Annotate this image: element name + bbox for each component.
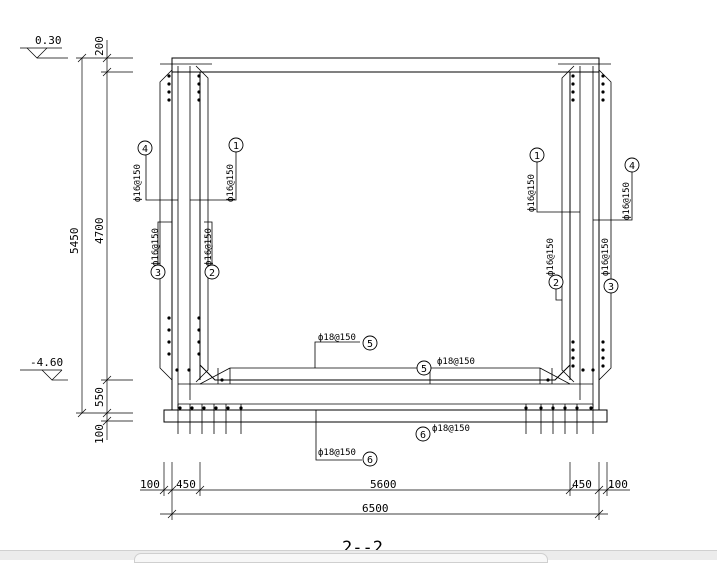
bar-mark-bubbles: 4 1 3 2 1 4 2 3 5 5 6 6 <box>137 137 640 467</box>
bar-mark-3-right <box>603 278 619 294</box>
rebar-label-right-outer-upper: ф16@150 <box>622 182 632 220</box>
rebar-labels: ф16@150 ф16@150 ф16@150 ф16@150 ф16@150 … <box>133 164 632 458</box>
rebar-label-left-outer-upper: ф16@150 <box>133 164 143 202</box>
dim-450-left: 450 <box>176 478 196 491</box>
bar-mark-1-left-text: 1 <box>233 141 239 152</box>
rebar-right-wall <box>558 63 612 408</box>
bar-mark-1-right <box>529 147 545 163</box>
bar-mark-5-lower <box>416 360 432 376</box>
bar-mark-2-left <box>204 264 220 280</box>
rebar-label-base-right: ф18@150 <box>432 424 470 434</box>
bottom-tab[interactable] <box>134 553 548 563</box>
rebar-label-right-inner-upper: ф16@150 <box>527 174 537 212</box>
rebar-label-right-outer-lower: ф16@150 <box>601 238 611 276</box>
bar-mark-4-left-text: 4 <box>142 144 148 155</box>
base-left-stirrups <box>177 368 242 434</box>
rebar-label-base-below: ф18@150 <box>318 448 356 458</box>
rebar-label-left-inner-lower: ф16@150 <box>204 228 214 266</box>
dim-4700: 4700 <box>93 218 106 245</box>
rebar-base-slab <box>177 367 594 434</box>
bar-mark-2-right <box>548 274 564 290</box>
bar-mark-6-lower <box>362 451 378 467</box>
elevation-top: 0.30 <box>35 34 62 47</box>
bar-mark-6-mid <box>415 426 431 442</box>
base-right-stirrups <box>525 368 594 434</box>
dim-200: 200 <box>93 36 106 56</box>
rebar-label-right-inner-lower: ф16@150 <box>546 238 556 276</box>
rebar-label-slab-top: ф18@150 <box>318 333 356 343</box>
bar-mark-3-right-text: 3 <box>608 282 614 293</box>
bar-mark-3-left-text: 3 <box>155 268 161 279</box>
bar-mark-4-right <box>624 157 640 173</box>
dim-5600: 5600 <box>370 478 397 491</box>
bar-mark-6-lower-text: 6 <box>367 455 373 466</box>
horizontal-dimensions: 100 450 5600 450 100 6500 <box>140 462 630 520</box>
bar-mark-2-left-text: 2 <box>209 268 215 279</box>
dim-550: 550 <box>93 387 106 407</box>
bar-mark-5-upper <box>362 335 378 351</box>
vertical-dimensions: 200 5450 4700 550 100 <box>68 36 133 444</box>
rebar-label-left-inner-upper: ф16@150 <box>226 164 236 202</box>
elevation-marks: 0.30 -4.60 <box>20 34 68 381</box>
concrete-outline <box>163 57 608 423</box>
bar-mark-1-right-text: 1 <box>534 151 540 162</box>
dim-5450: 5450 <box>68 228 81 255</box>
leader-lines <box>145 150 633 461</box>
bar-mark-4-right-text: 4 <box>629 161 635 172</box>
dim-450-right: 450 <box>572 478 592 491</box>
rebar-label-left-outer-lower: ф16@150 <box>151 228 161 266</box>
elevation-bottom: -4.60 <box>30 356 63 369</box>
bar-mark-6-mid-text: 6 <box>420 430 426 441</box>
bar-mark-3-left <box>150 264 166 280</box>
bar-mark-5-upper-text: 5 <box>367 339 373 350</box>
base-dots <box>178 378 593 410</box>
rebar-label-slab-mid: ф18@150 <box>437 357 475 367</box>
dim-100-right: 100 <box>608 478 628 491</box>
left-wall-dots <box>167 74 201 372</box>
bar-mark-4-left <box>137 140 153 156</box>
bar-mark-1-left <box>228 137 244 153</box>
bar-mark-2-right-text: 2 <box>553 278 559 289</box>
rebar-left-wall <box>159 63 212 408</box>
bar-mark-5-lower-text: 5 <box>421 364 427 375</box>
dim-100-left: 100 <box>140 478 160 491</box>
dim-6500: 6500 <box>362 502 389 515</box>
right-wall-dots <box>571 74 605 372</box>
dim-100: 100 <box>93 424 106 444</box>
